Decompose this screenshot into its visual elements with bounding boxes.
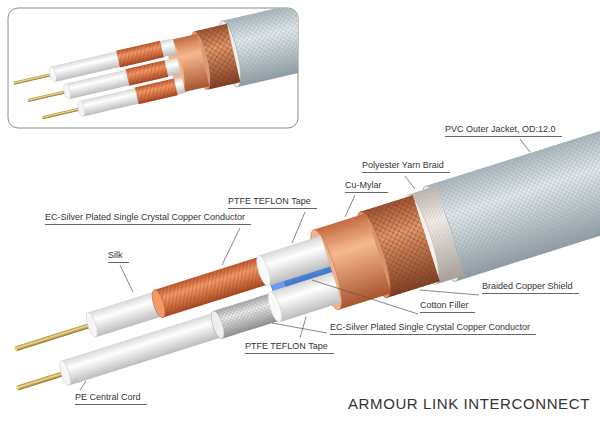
part-label: EC-Silver Plated Single Crystal Copper C… <box>330 322 536 335</box>
leader-lines <box>80 139 530 390</box>
part-label: Cotton Filler <box>420 300 475 313</box>
part-label: Braided Copper Shield <box>482 281 579 294</box>
inset-view <box>8 0 374 136</box>
part-label: Polyester Yarn Braid <box>362 160 450 173</box>
part-label: Silk <box>108 250 129 263</box>
part-label: EC-Silver Plated Single Crystal Copper C… <box>45 212 251 225</box>
part-label: PTFE TEFLON Tape <box>228 196 317 209</box>
cable-drawing <box>0 108 600 417</box>
part-label: PTFE TEFLON Tape <box>245 341 334 354</box>
diagram-title: ARMOUR LINK INTERCONNECT <box>348 395 590 413</box>
part-label: Cu-Mylar <box>345 180 388 193</box>
part-label: PE Central Cord <box>75 392 147 405</box>
part-label: PVC Outer Jacket, OD:12.0 <box>445 124 562 137</box>
